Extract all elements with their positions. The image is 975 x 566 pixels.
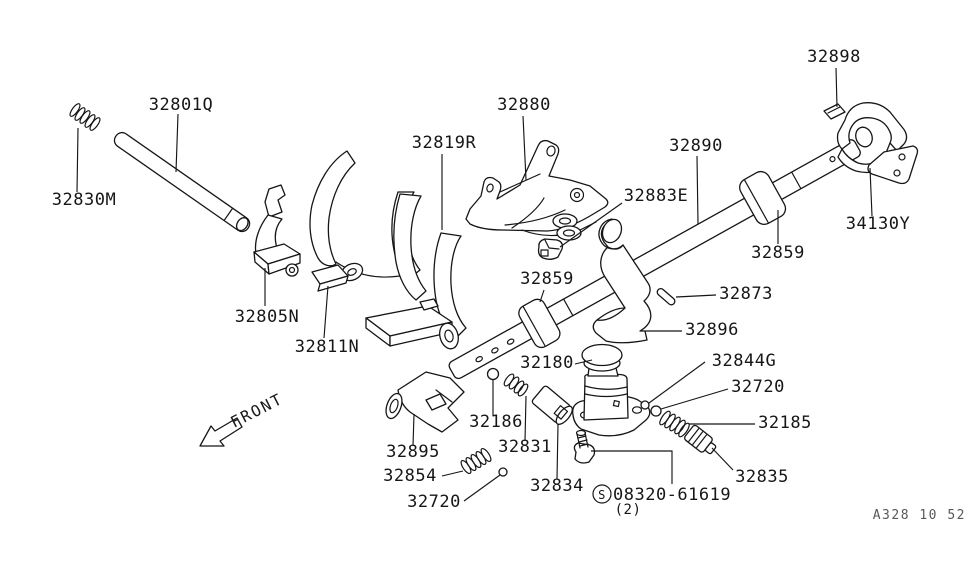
leader-lines bbox=[76, 67, 873, 502]
part-32898-pin bbox=[823, 103, 846, 120]
part-label-32883e: 32883E bbox=[624, 186, 688, 206]
part-32883e-block bbox=[537, 238, 564, 260]
part-32834-plunger bbox=[531, 385, 573, 425]
part-label-08320-61619: 08320-61619 bbox=[613, 485, 731, 505]
part-32180-plug-assembly bbox=[572, 343, 651, 437]
part-32720-ball-right bbox=[650, 405, 662, 417]
part-label-32811n: 32811N bbox=[295, 337, 359, 357]
part-32720-ball-left bbox=[498, 467, 508, 477]
part-label-32180: 32180 bbox=[520, 353, 574, 373]
part-label-32720-right: 32720 bbox=[731, 377, 785, 397]
part-label-32831: 32831 bbox=[498, 437, 552, 457]
front-direction-arrow: FRONT bbox=[199, 390, 287, 447]
part-32859-collar-left bbox=[518, 298, 561, 349]
part-label-32835: 32835 bbox=[735, 467, 789, 487]
fastener-qty-note: (2) bbox=[615, 502, 642, 518]
part-32890-shaft bbox=[448, 139, 861, 380]
part-label-32185: 32185 bbox=[758, 413, 812, 433]
part-34130y-clamp bbox=[836, 102, 919, 185]
part-label-32805n: 32805N bbox=[235, 307, 299, 327]
part-label-32834: 32834 bbox=[530, 476, 584, 496]
fork-32805n bbox=[253, 184, 301, 277]
part-label-32859-left: 32859 bbox=[520, 269, 574, 289]
front-label: FRONT bbox=[228, 390, 287, 432]
screw-symbol-icon bbox=[592, 484, 612, 504]
part-label-32854: 32854 bbox=[383, 466, 437, 486]
part-32831-spring bbox=[503, 373, 529, 397]
fork-32819r bbox=[365, 193, 467, 350]
part-label-32819r: 32819R bbox=[412, 133, 477, 153]
part-label-34130y: 34130Y bbox=[846, 214, 910, 234]
fastener-callout: S 08320-61619 (2) bbox=[592, 484, 731, 518]
part-32854-spring bbox=[460, 447, 492, 475]
fork-32895 bbox=[385, 371, 465, 433]
part-32835-plug bbox=[683, 424, 717, 455]
part-label-32896: 32896 bbox=[685, 320, 739, 340]
part-32880-bracket bbox=[465, 139, 609, 241]
part-32859-collar-right bbox=[739, 170, 787, 226]
part-label-32880: 32880 bbox=[497, 95, 551, 115]
part-label-32859-right: 32859 bbox=[751, 243, 805, 263]
drawing-code: A328 10 52 bbox=[873, 508, 966, 523]
part-label-32844g: 32844G bbox=[712, 351, 776, 371]
part-label-32873: 32873 bbox=[719, 284, 773, 304]
part-label-32720-left: 32720 bbox=[407, 492, 461, 512]
part-label-32830m: 32830M bbox=[52, 190, 116, 210]
part-label-32801q: 32801Q bbox=[149, 95, 213, 115]
part-labels: 32801Q 32830M 32805N 32811N 32819R 32880… bbox=[52, 47, 910, 512]
part-label-32898: 32898 bbox=[807, 47, 861, 67]
bolt-08320 bbox=[573, 429, 596, 464]
part-32186-ball bbox=[486, 367, 500, 381]
part-32873-pin bbox=[656, 287, 676, 306]
part-label-32895: 32895 bbox=[386, 442, 440, 462]
part-32896-yoke bbox=[592, 218, 652, 344]
part-label-32890: 32890 bbox=[669, 136, 723, 156]
part-label-32186: 32186 bbox=[469, 412, 523, 432]
part-32844g-ball bbox=[640, 400, 650, 410]
part-32801q-rod bbox=[113, 131, 251, 233]
part-32830m-spring bbox=[69, 103, 101, 131]
screw-symbol-letter: S bbox=[598, 488, 606, 502]
part-32185-spring bbox=[659, 410, 690, 438]
